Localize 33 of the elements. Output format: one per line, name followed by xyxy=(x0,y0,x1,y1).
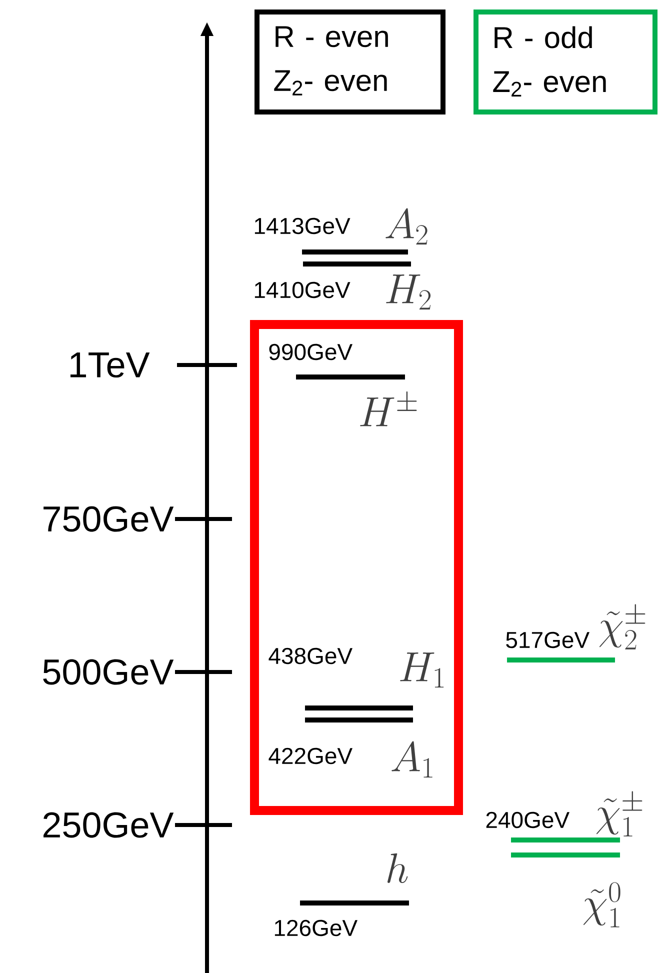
energy-level-bar xyxy=(305,706,413,710)
legend-text: R - odd Z$_{2}$- even xyxy=(493,26,606,96)
mass-label: 240GeV xyxy=(486,812,570,828)
energy-level-bar xyxy=(302,250,408,254)
energy-level-bar xyxy=(303,262,411,266)
particle-symbol: $\tilde{\chi}_2^{\pm}$ xyxy=(600,604,646,650)
tick-label: 750GeV xyxy=(44,506,174,532)
mass-label: 1410GeV xyxy=(254,282,350,298)
energy-level-bar xyxy=(300,900,409,906)
particle-symbol: $H^{\pm}$ xyxy=(360,391,417,426)
tick-label: 500GeV xyxy=(43,659,174,685)
energy-level-bar xyxy=(511,838,620,842)
particle-symbol: $h$ xyxy=(388,853,408,883)
energy-level-bar xyxy=(296,374,405,380)
frame-box xyxy=(250,320,463,815)
mass-label: 422GeV xyxy=(268,748,352,764)
particle-symbol: $\tilde{\chi}_1^{\pm}$ xyxy=(596,791,642,836)
particle-symbol: $H_2$ xyxy=(386,274,431,310)
mass-label: 517GeV xyxy=(506,632,590,648)
energy-level-bar xyxy=(511,852,620,858)
tick-label: 1TeV xyxy=(70,352,150,378)
particle-symbol: $A_1$ xyxy=(392,741,432,778)
mass-label: 1413GeV xyxy=(254,218,350,234)
particle-symbol: $\tilde{\chi}_1^{0}$ xyxy=(584,882,620,928)
energy-level-bar xyxy=(507,658,615,662)
mass-label: 126GeV xyxy=(274,920,358,936)
energy-level-bar xyxy=(305,718,413,722)
legend-text: R - even Z$_{2}$- even xyxy=(274,26,388,96)
particle-symbol: $A_2$ xyxy=(386,208,428,244)
tick-label: 250GeV xyxy=(44,812,174,838)
mass-label: 990GeV xyxy=(269,344,352,360)
particle-symbol: $H_1$ xyxy=(400,652,444,688)
mass-label: 438GeV xyxy=(268,648,352,664)
